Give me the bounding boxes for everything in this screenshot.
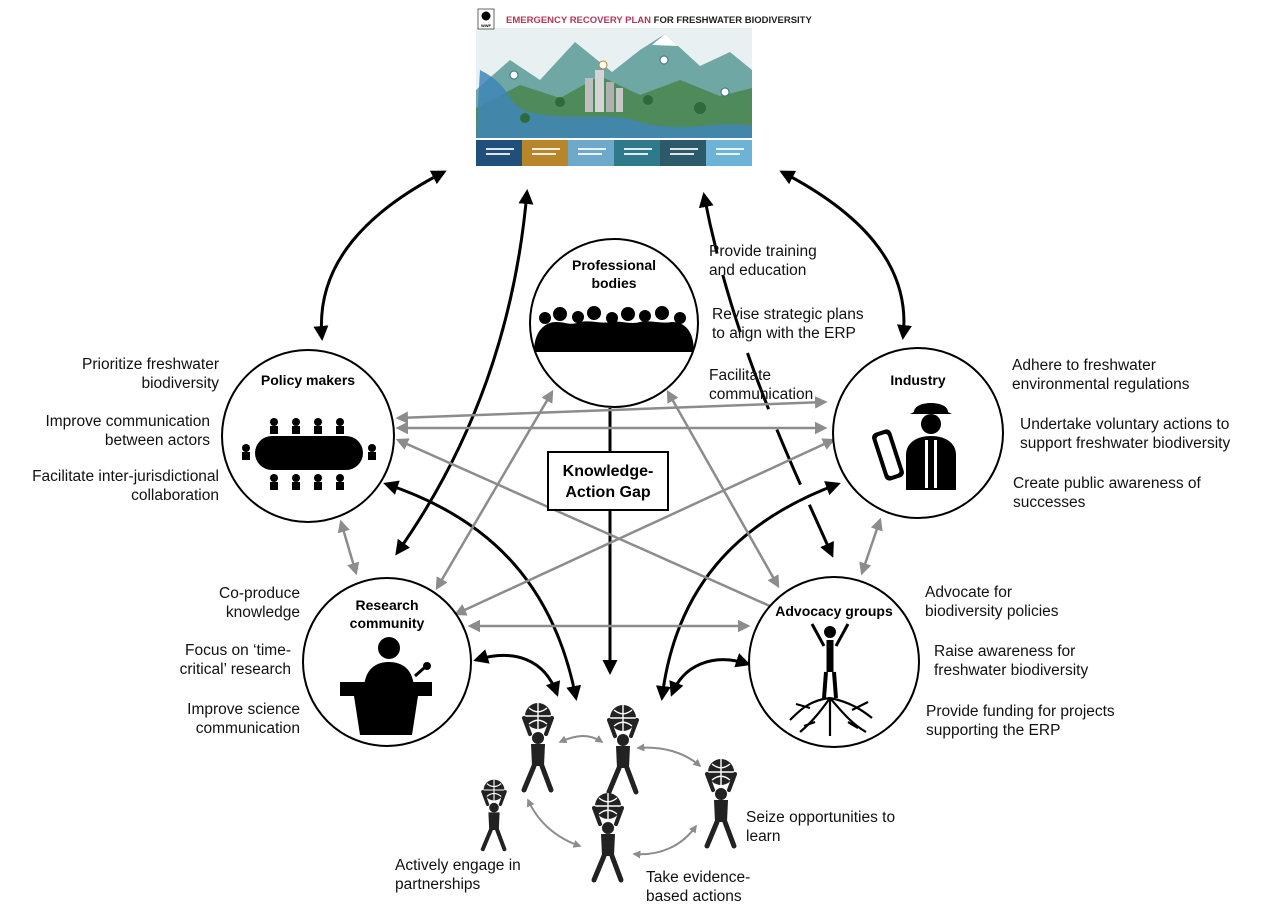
svg-text:bodies: bodies <box>591 275 636 291</box>
label-research-timecritical: Focus on ‘time-critical’ research <box>179 642 291 678</box>
center-label-line1: Knowledge- <box>563 463 654 480</box>
arrow-industry-advocacy <box>859 517 883 576</box>
node-research-community: Research community <box>302 577 472 747</box>
node-research-title: Research <box>355 597 418 613</box>
center-label-line2: Action Gap <box>565 484 651 501</box>
globe-bearer-figure <box>606 705 639 795</box>
node-advocacy-groups: Advocacy groups <box>748 576 920 748</box>
globe-bearer-figure <box>480 779 507 852</box>
grey-arrows <box>337 389 883 633</box>
globe-bearer-figure <box>591 793 624 883</box>
arrow-research-bottom <box>473 649 561 697</box>
meeting-table-icon <box>242 418 376 490</box>
node-professional-title: Professional <box>572 257 656 273</box>
arrow-industry-poster <box>779 170 912 340</box>
person-roots-icon <box>789 623 873 736</box>
node-policy-title: Policy makers <box>261 372 355 388</box>
knowledge-action-gap-box: Knowledge- Action Gap <box>547 451 669 511</box>
arrow-advocacy-bottom <box>669 653 751 697</box>
wwf-logo: WWF <box>477 8 495 30</box>
arrow-research-poster <box>395 189 534 556</box>
crowd-icon <box>534 306 694 352</box>
arrow-professional-advocacy <box>666 389 780 589</box>
arrow-professional-research <box>435 389 554 591</box>
node-industry-title: Industry <box>890 372 945 388</box>
svg-text:community: community <box>350 615 425 631</box>
podium-speaker-icon <box>340 637 432 735</box>
erp-poster-title: EMERGENCY RECOVERY PLAN FOR FRESHWATER B… <box>506 15 812 26</box>
globe-bearer-figure <box>521 703 554 793</box>
engineer-icon <box>872 403 956 490</box>
globe-bearer-figure <box>704 759 737 849</box>
erp-poster-image: WWF EMERGENCY RECOVERY PLAN FOR FRESHWAT… <box>476 6 812 166</box>
label-bottom-evidence: Take evidence-based actions <box>646 869 751 905</box>
node-advocacy-title: Advocacy groups <box>775 603 893 619</box>
node-professional-bodies: Professional bodies <box>529 238 699 408</box>
svg-text:WWF: WWF <box>481 23 492 28</box>
small-grey-arrows <box>527 735 702 859</box>
node-policy-makers: Policy makers <box>221 349 395 523</box>
arrow-policy-research <box>337 519 360 576</box>
node-industry: Industry <box>832 347 1004 519</box>
arrow-policy-poster <box>313 170 447 341</box>
globe-bearers-group <box>480 703 737 883</box>
